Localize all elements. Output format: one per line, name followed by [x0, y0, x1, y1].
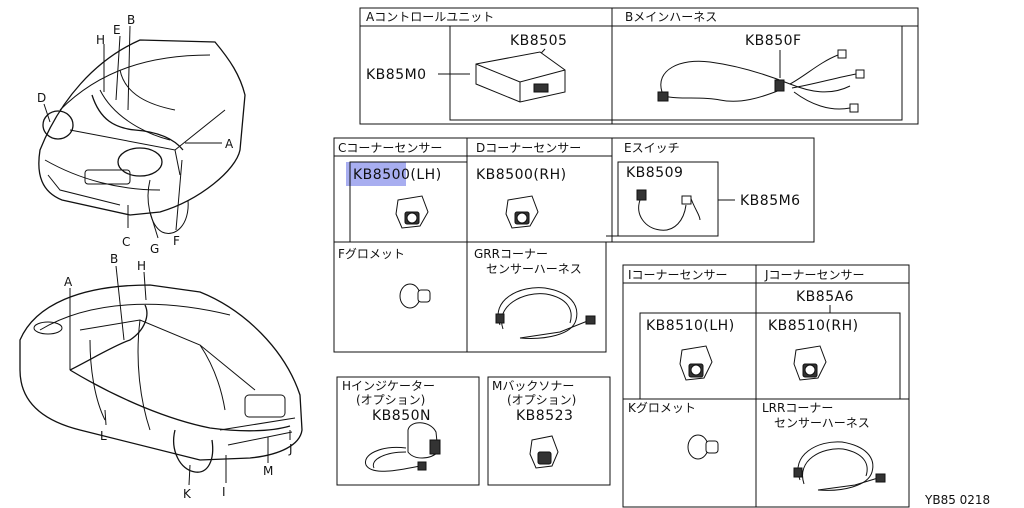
control-unit-image — [475, 51, 566, 103]
panel-b-part: KB850F — [745, 33, 802, 49]
panel-b-title: Bメインハーネス — [625, 10, 717, 24]
callout-a-front: A — [225, 137, 234, 151]
panel-i-l: Iコーナーセンサー Jコーナーセンサー KB85A6 KB8510(LH) KB… — [622, 264, 910, 508]
panel-h-title-l2: (オプション) — [356, 393, 425, 407]
grommet-f-image — [399, 283, 431, 309]
panel-h: Hインジケーター (オプション) KB850N — [336, 376, 480, 486]
panel-g-title-l2: センサーハーネス — [486, 262, 582, 276]
callout-b-front: B — [127, 13, 135, 27]
rear-car-illustration: A B H L K I M J — [19, 252, 303, 501]
panel-l-title-l2: センサーハーネス — [774, 416, 870, 430]
grommet-k-image — [687, 434, 719, 460]
panel-a-assembly: KB85M0 — [366, 67, 427, 83]
corner-sensor-j-image — [793, 345, 827, 381]
panel-g-title-l1: GRRコーナー — [474, 247, 548, 261]
panel-c-g: Cコーナーセンサー Dコーナーセンサー Eスイッチ KB8500(LH) KB8… — [333, 137, 815, 353]
panel-e-title: Eスイッチ — [624, 141, 680, 155]
callout-d-front: D — [37, 91, 46, 105]
panel-a-title: Aコントロールユニット — [366, 10, 494, 24]
panel-a-part: KB8505 — [510, 33, 567, 49]
panel-m-title-l1: Mバックソナー — [492, 379, 574, 393]
panel-j-title: Jコーナーセンサー — [764, 268, 865, 282]
switch-image — [636, 189, 701, 231]
panel-i-title: Iコーナーセンサー — [628, 268, 728, 282]
corner-sensor-c-image — [395, 195, 429, 229]
panel-m-part: KB8523 — [516, 408, 573, 424]
sensor-harness-g-image — [495, 287, 596, 339]
panel-c-title: Cコーナーセンサー — [338, 141, 442, 155]
panel-d-title: Dコーナーセンサー — [476, 141, 581, 155]
callout-f-front: F — [173, 234, 180, 248]
callout-b-rear: B — [110, 252, 118, 266]
panel-m-title-l2: (オプション) — [507, 393, 576, 407]
panel-l-title-l1: LRRコーナー — [762, 401, 833, 415]
panel-e-assembly: KB85M6 — [740, 193, 801, 209]
panel-k-title: Kグロメット — [628, 401, 696, 415]
corner-sensor-i-image — [679, 345, 713, 381]
callout-j-rear: J — [288, 442, 293, 456]
callout-h-rear: H — [137, 259, 146, 273]
panel-e-part: KB8509 — [626, 165, 683, 181]
panel-h-title-l1: Hインジケーター — [342, 379, 435, 393]
panel-d-part: KB8500(RH) — [476, 167, 567, 183]
panel-h-part: KB850N — [372, 408, 431, 424]
panel-a-b: Aコントロールユニット Bメインハーネス KB85M0 KB8505 KB850… — [359, 7, 919, 125]
corner-sensor-d-image — [505, 195, 539, 229]
indicator-image — [365, 422, 441, 472]
callout-l-rear: L — [100, 429, 107, 443]
callout-k-rear: K — [183, 487, 192, 501]
panel-m: Mバックソナー (オプション) KB8523 — [487, 376, 611, 486]
panel-f-title: Fグロメット — [338, 247, 405, 261]
panel-j-part: KB8510(RH) — [768, 318, 859, 334]
panel-ij-assembly: KB85A6 — [796, 289, 854, 305]
callout-i-rear: I — [222, 485, 226, 499]
figure-code: YB85 0218 — [924, 493, 990, 507]
highlight-box — [346, 162, 406, 186]
sensor-harness-l-image — [793, 441, 886, 491]
panel-i-part: KB8510(LH) — [646, 318, 735, 334]
back-sonar-image — [529, 435, 559, 469]
callout-m-rear: M — [263, 464, 273, 478]
callout-c-front: C — [122, 235, 130, 249]
callout-g-front: G — [150, 242, 159, 256]
callout-h-front: H — [96, 33, 105, 47]
main-harness-image — [657, 49, 865, 113]
callout-a-rear: A — [64, 275, 73, 289]
panel-c-part: KB8500(LH) — [353, 167, 442, 183]
callout-e-front: E — [113, 23, 121, 37]
front-car-illustration: H E B D A C G F — [37, 13, 246, 256]
